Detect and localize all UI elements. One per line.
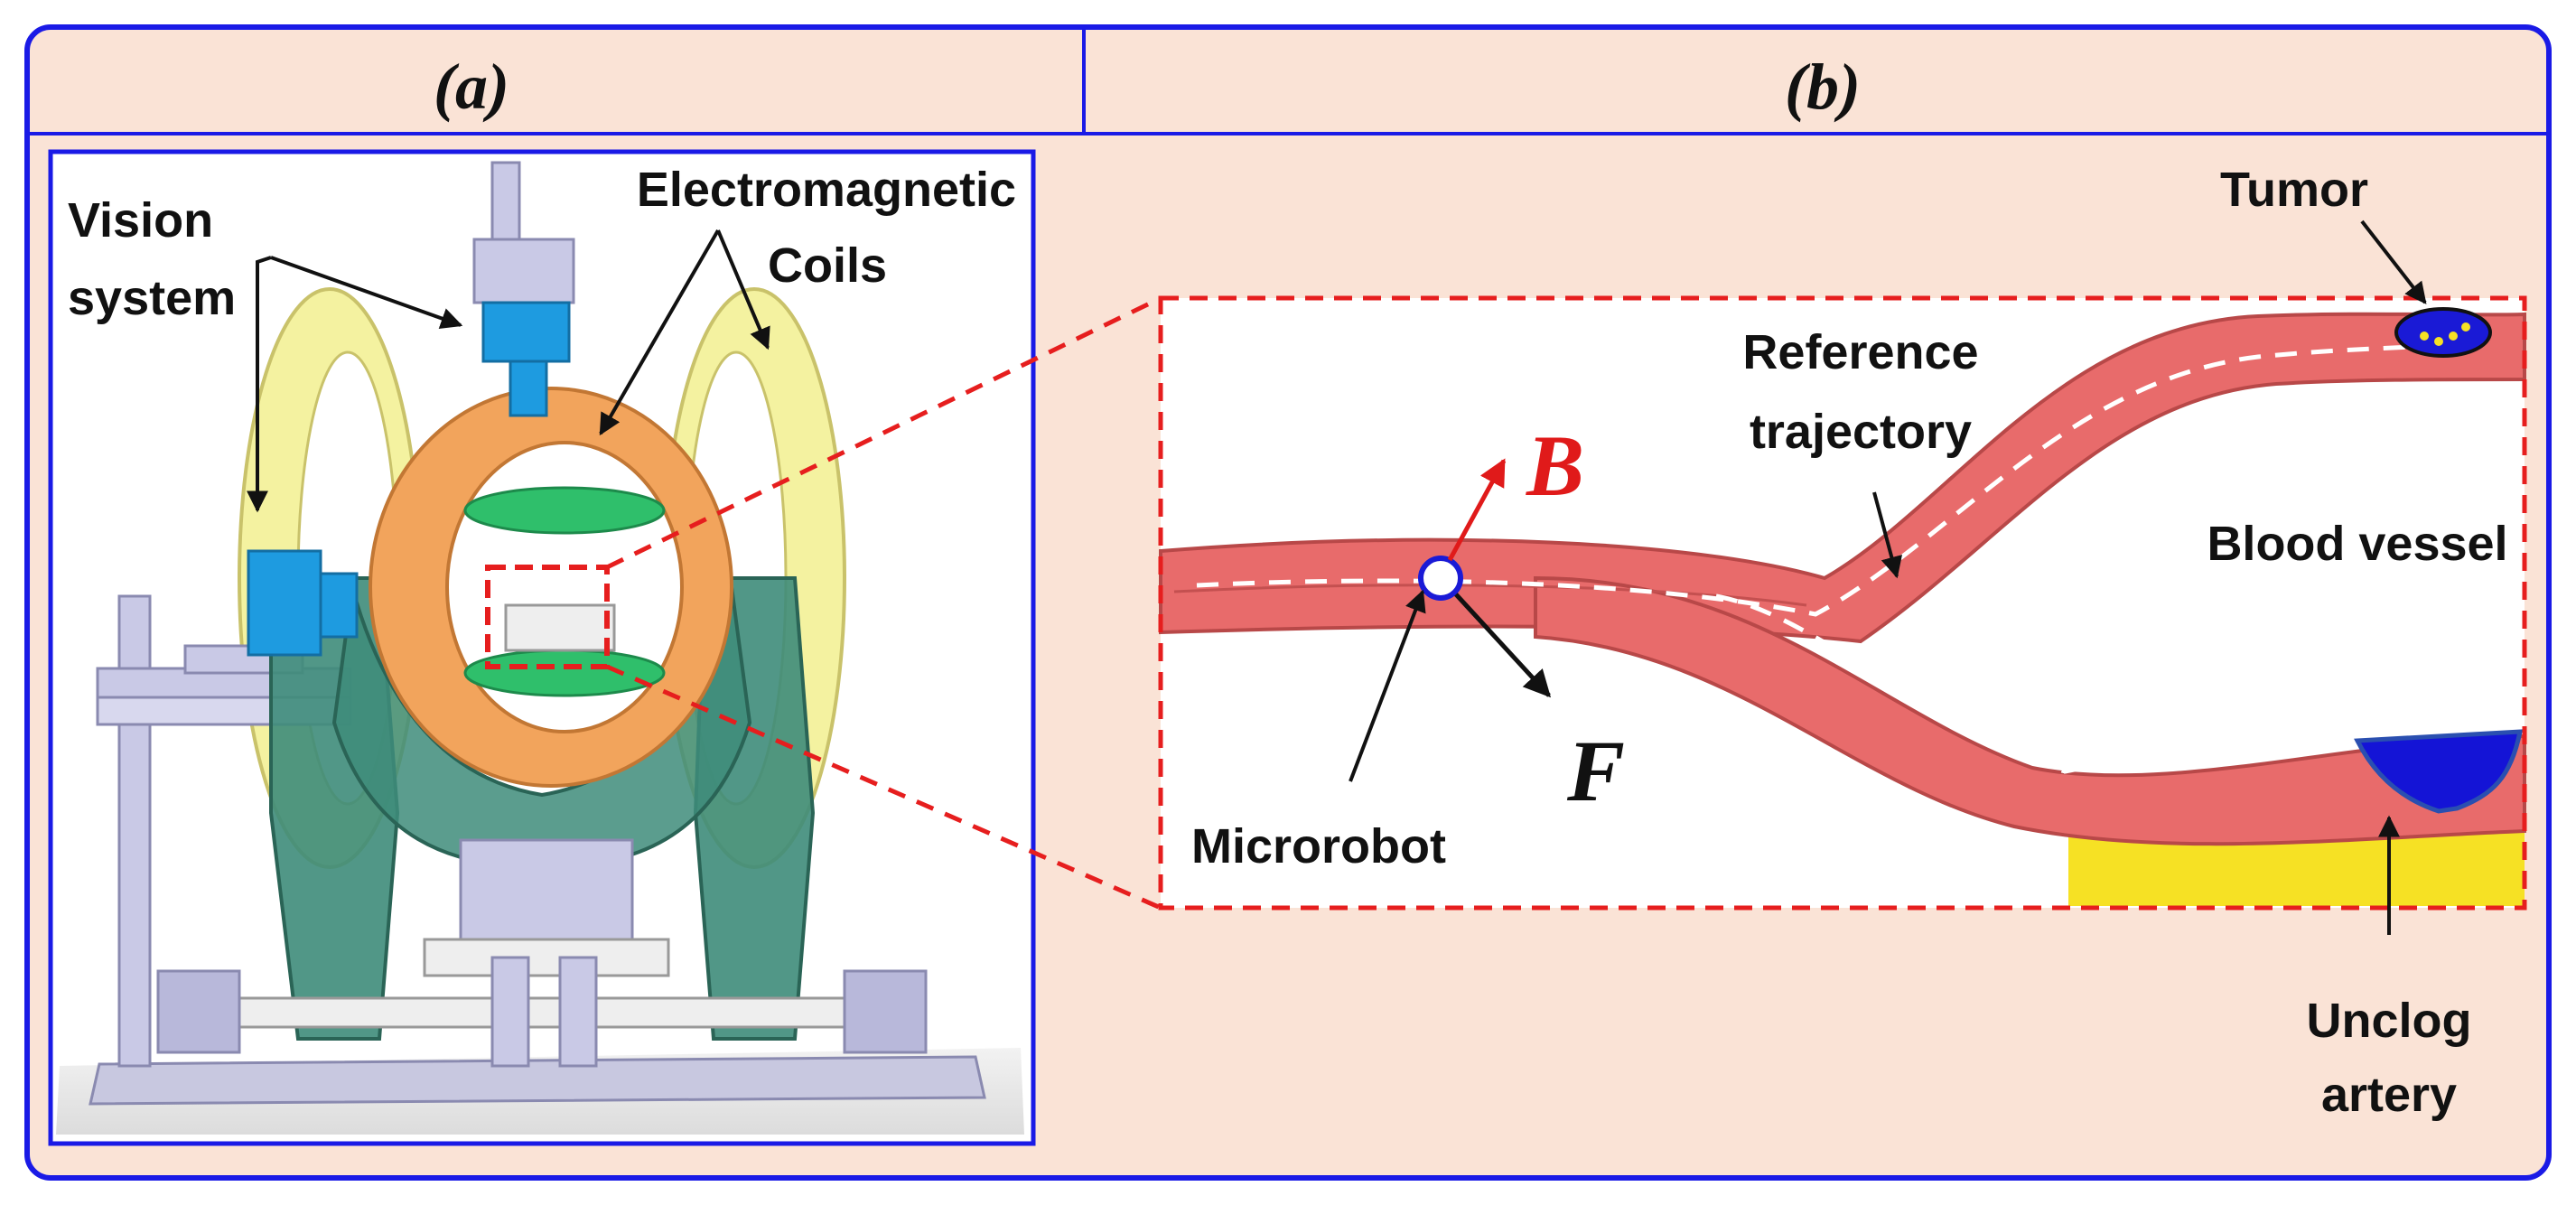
coils-label-line2: Coils xyxy=(768,238,887,293)
top-mast xyxy=(490,161,521,246)
vision-system-label-line2: system xyxy=(68,271,236,325)
electromagnetic-coil-ring xyxy=(369,387,733,788)
rod-bearing-left xyxy=(156,969,241,1054)
base-plate xyxy=(89,1055,986,1106)
top-mast-bracket xyxy=(472,238,575,304)
blood-vessel-label: Blood vessel xyxy=(2207,517,2507,571)
zoom-connector-top xyxy=(605,295,1162,570)
support-frame-center xyxy=(331,586,752,870)
vision-leader-branch xyxy=(247,256,272,513)
field-vector-label: B xyxy=(1526,417,1584,514)
zoom-box xyxy=(1158,295,2527,911)
inner-coil-bottom xyxy=(463,649,666,697)
force-vector-arrow xyxy=(1454,593,1552,698)
lower-post-right xyxy=(558,956,598,1068)
side-camera xyxy=(247,549,322,657)
panel-b: B F Tumor Reference trajectory Blood ves… xyxy=(1158,163,2527,1122)
top-camera xyxy=(481,301,571,363)
reference-trajectory-lower xyxy=(1715,593,2077,768)
center-platform xyxy=(423,938,670,977)
horizontal-rod xyxy=(179,996,905,1029)
microrobot-leader xyxy=(1349,589,1426,782)
coils-leader-right xyxy=(716,229,770,350)
unclog-label-line1: Unclog xyxy=(2307,994,2472,1048)
panel-b-label: (b) xyxy=(1785,51,1861,123)
tumor-label: Tumor xyxy=(2220,163,2368,217)
vision-leader-main xyxy=(270,256,463,330)
reference-label-line1: Reference xyxy=(1742,325,1978,379)
tumor-leader xyxy=(2360,220,2427,304)
reference-label-line2: trajectory xyxy=(1750,405,1972,459)
vessel-lower-branch xyxy=(1534,575,2526,846)
zoom-connector-bottom xyxy=(606,664,1162,911)
microrobot xyxy=(1418,556,1463,601)
side-camera-lens xyxy=(319,572,359,639)
sample-stage xyxy=(504,603,616,652)
vessel-upper-branch xyxy=(1159,312,2526,644)
tumor xyxy=(2394,307,2492,358)
lower-post xyxy=(490,956,530,1068)
panel-a: Vision system Electromagnetic Coils xyxy=(48,149,1036,1146)
coils-leader-center xyxy=(599,229,720,436)
rod-bearing-right xyxy=(843,969,928,1054)
reference-trajectory xyxy=(1196,341,2480,617)
reference-leader xyxy=(1872,491,1902,579)
vision-system-label-line1: Vision xyxy=(68,193,213,248)
force-vector-label: F xyxy=(1566,723,1625,819)
field-vector-arrow xyxy=(1447,458,1507,562)
unclog-label-line2: artery xyxy=(2321,1068,2457,1122)
zoom-region xyxy=(485,565,610,669)
top-camera-lens xyxy=(509,360,548,417)
coils-label-line1: Electromagnetic xyxy=(637,163,1016,217)
clot xyxy=(2354,729,2524,814)
left-post xyxy=(117,594,152,1068)
inner-coil-top xyxy=(463,486,666,535)
panel-a-label: (a) xyxy=(434,51,509,123)
microrobot-label: Microrobot xyxy=(1191,819,1446,873)
center-bracket xyxy=(459,838,634,950)
